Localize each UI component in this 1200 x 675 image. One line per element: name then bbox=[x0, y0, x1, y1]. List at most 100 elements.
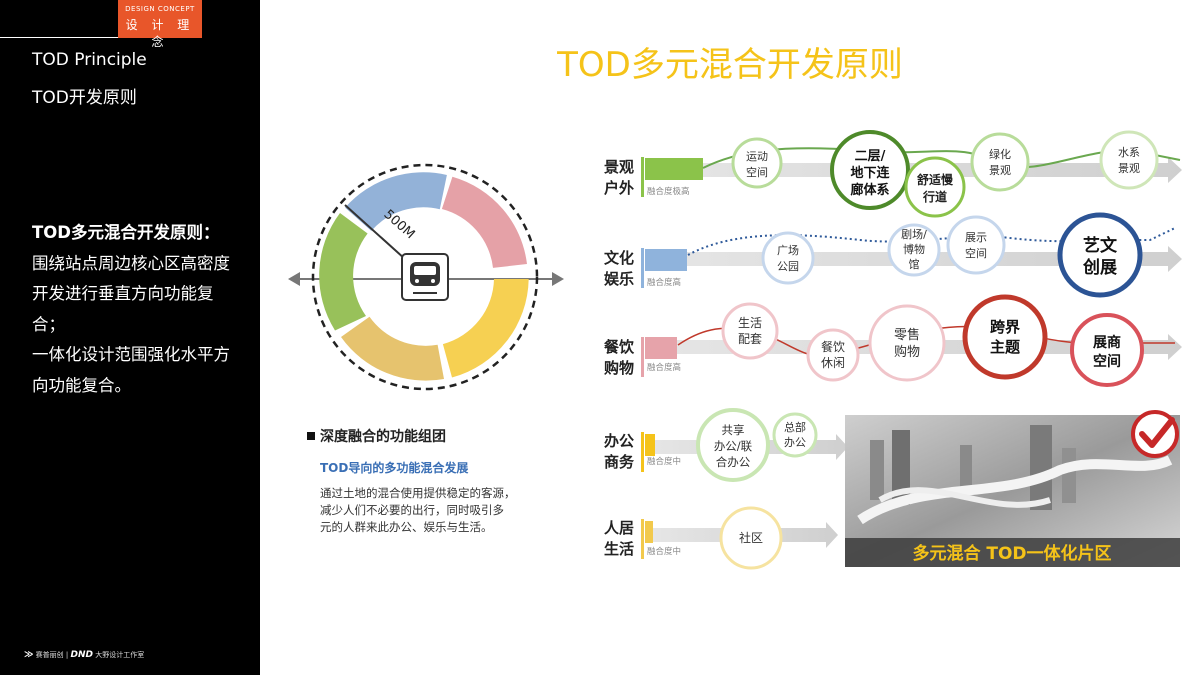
svg-text:总部: 总部 bbox=[784, 420, 806, 434]
principle-paragraph-1: 围绕站点周边核心区高密度开发进行垂直方向功能复合； bbox=[32, 253, 230, 334]
footer-mid: DND bbox=[70, 650, 93, 660]
row-label-line-2: 商务 bbox=[604, 453, 635, 471]
checkmark-icon bbox=[1131, 410, 1179, 458]
ring-diagram: 500M bbox=[288, 163, 564, 391]
row-label-box bbox=[598, 515, 644, 561]
node-hq-office: 总部 办公 bbox=[772, 412, 818, 458]
footer-right: 大野设计工作室 bbox=[95, 651, 145, 659]
row-label-line-1: 人居 bbox=[604, 519, 634, 537]
svg-text:博物: 博物 bbox=[903, 242, 925, 256]
row-label-line-2: 娱乐 bbox=[604, 270, 634, 288]
svg-text:办公: 办公 bbox=[784, 436, 806, 449]
row-label-line-1: 景观 bbox=[604, 158, 634, 176]
degree-label: 融合度高 bbox=[647, 362, 681, 373]
svg-text:广场: 广场 bbox=[777, 243, 799, 257]
svg-text:舒适慢: 舒适慢 bbox=[916, 172, 954, 187]
svg-text:地下连: 地下连 bbox=[850, 165, 890, 181]
row-label-line-2: 生活 bbox=[604, 540, 634, 558]
svg-text:空间: 空间 bbox=[965, 246, 987, 260]
ring-segment-3 bbox=[442, 279, 529, 378]
ring-segment-4 bbox=[341, 316, 444, 381]
svg-text:景观: 景观 bbox=[989, 164, 1011, 177]
row-label-line-1: 办公 bbox=[604, 432, 634, 450]
node-exhibition-space: 展示 空间 bbox=[946, 215, 1006, 275]
row-label-accent bbox=[641, 157, 644, 197]
row-culture: 文化 娱乐 融合度高 广场 公园 剧场/ 博物 馆 展示 空间 艺文 创展 bbox=[598, 212, 1182, 298]
svg-text:零售: 零售 bbox=[894, 327, 920, 343]
svg-text:跨界: 跨界 bbox=[990, 318, 1020, 336]
node-slow-walkway: 舒适慢 行道 bbox=[904, 156, 966, 218]
principle-paragraph-2: 一体化设计范围强化水平方向功能复合。 bbox=[32, 345, 230, 395]
svg-text:餐饮: 餐饮 bbox=[821, 339, 845, 354]
section-title-en: TOD Principle bbox=[32, 50, 147, 70]
svg-text:空间: 空间 bbox=[746, 165, 768, 179]
node-corridor-system: 二层/ 地下连 廊体系 bbox=[830, 130, 910, 210]
node-water-landscape: 水系 景观 bbox=[1099, 130, 1159, 190]
axis-arrow-left-icon bbox=[288, 272, 300, 286]
degree-bar bbox=[645, 158, 703, 180]
principle-heading: TOD多元混合开发原则： bbox=[32, 223, 220, 242]
badge-en: DESIGN CONCEPT bbox=[125, 5, 195, 13]
sidebar: DESIGN CONCEPT 设 计 理 念 TOD Principle TOD… bbox=[0, 0, 260, 675]
degree-label: 融合度极高 bbox=[647, 186, 690, 197]
row-label-line-1: 餐饮 bbox=[604, 338, 635, 356]
badge-cn: 设 计 理 念 bbox=[125, 18, 195, 49]
row-label-line-2: 购物 bbox=[604, 359, 634, 377]
degree-bar bbox=[645, 337, 677, 359]
ring-segment-5 bbox=[319, 213, 368, 331]
svg-text:馆: 馆 bbox=[909, 257, 920, 271]
cluster-description: 深度融合的功能组团 TOD导向的多功能混合发展 通过土地的混合使用提供稳定的客源… bbox=[307, 428, 516, 534]
row-label-accent bbox=[641, 248, 644, 288]
row-landscape: 景观 户外 融合度极高 运动 空间 二层/ 地下连 廊体系 舒适慢 行道 绿化 … bbox=[598, 130, 1182, 218]
node-crossover-theme: 跨界 主题 bbox=[962, 294, 1048, 380]
svg-text:主题: 主题 bbox=[990, 338, 1021, 356]
node-art-creation: 艺文 创展 bbox=[1057, 212, 1143, 298]
row-residential: 人居 生活 融合度中 社区 bbox=[598, 506, 838, 570]
row-label-accent bbox=[641, 432, 644, 472]
row-label-box bbox=[598, 333, 644, 379]
svg-text:公园: 公园 bbox=[777, 260, 799, 273]
svg-text:水系: 水系 bbox=[1118, 146, 1140, 159]
section-title-cn: TOD开发原则 bbox=[32, 88, 137, 108]
cluster-line-3: 元的人群来此办公、娱乐与生活。 bbox=[320, 520, 493, 534]
svg-text:创展: 创展 bbox=[1082, 257, 1117, 278]
svg-text:景观: 景观 bbox=[1118, 162, 1140, 175]
cluster-subheading: TOD导向的多功能混合发展 bbox=[320, 460, 468, 475]
principle-text: TOD多元混合开发原则： 围绕站点周边核心区高密度开发进行垂直方向功能复合； 一… bbox=[32, 218, 246, 401]
row-label-accent bbox=[641, 337, 644, 377]
illustration-caption: 多元混合 TOD一体化片区 bbox=[912, 543, 1111, 564]
svg-text:展商: 展商 bbox=[1093, 334, 1121, 351]
degree-bar bbox=[645, 521, 653, 543]
svg-text:空间: 空间 bbox=[1093, 353, 1121, 370]
row-label-box bbox=[598, 153, 644, 199]
node-community: 社区 bbox=[719, 506, 783, 570]
row-label-line-2: 户外 bbox=[604, 179, 634, 197]
node-green-landscape: 绿化 景观 bbox=[970, 132, 1030, 192]
svg-text:绿化: 绿化 bbox=[989, 147, 1011, 161]
row-dining: 餐饮 购物 融合度高 生活 配套 餐饮 休闲 零售 购物 跨界 主题 展商 空间 bbox=[598, 294, 1182, 387]
design-concept-badge: DESIGN CONCEPT 设 计 理 念 bbox=[118, 0, 202, 49]
svg-text:办公/联: 办公/联 bbox=[714, 439, 753, 453]
svg-text:休闲: 休闲 bbox=[821, 356, 845, 370]
sidebar-divider bbox=[0, 37, 118, 38]
degree-label: 融合度中 bbox=[647, 456, 681, 467]
company-logo-icon: ≫ bbox=[24, 650, 34, 660]
node-sports-space: 运动 空间 bbox=[731, 137, 783, 189]
svg-text:合办公: 合办公 bbox=[716, 455, 751, 469]
footer-left: 赛普丽创 bbox=[35, 651, 64, 659]
svg-text:运动: 运动 bbox=[746, 150, 768, 163]
svg-text:艺文: 艺文 bbox=[1083, 235, 1118, 256]
degree-bar bbox=[645, 434, 655, 456]
svg-text:展示: 展示 bbox=[965, 231, 987, 244]
cluster-line-2: 减少人们不必要的出行，同时吸引多 bbox=[320, 503, 504, 517]
ring-segment-2 bbox=[441, 176, 527, 268]
degree-bar bbox=[645, 249, 687, 271]
node-exhibitor-space: 展商 空间 bbox=[1070, 313, 1144, 387]
svg-text:共享: 共享 bbox=[722, 423, 745, 437]
axis-arrow-right-icon bbox=[552, 272, 564, 286]
degree-label: 融合度中 bbox=[647, 546, 681, 557]
ring-segment-1 bbox=[345, 172, 447, 231]
svg-text:廊体系: 廊体系 bbox=[850, 182, 889, 198]
node-life-facilities: 生活 配套 bbox=[721, 302, 779, 360]
ring-dashed-boundary bbox=[311, 163, 539, 391]
